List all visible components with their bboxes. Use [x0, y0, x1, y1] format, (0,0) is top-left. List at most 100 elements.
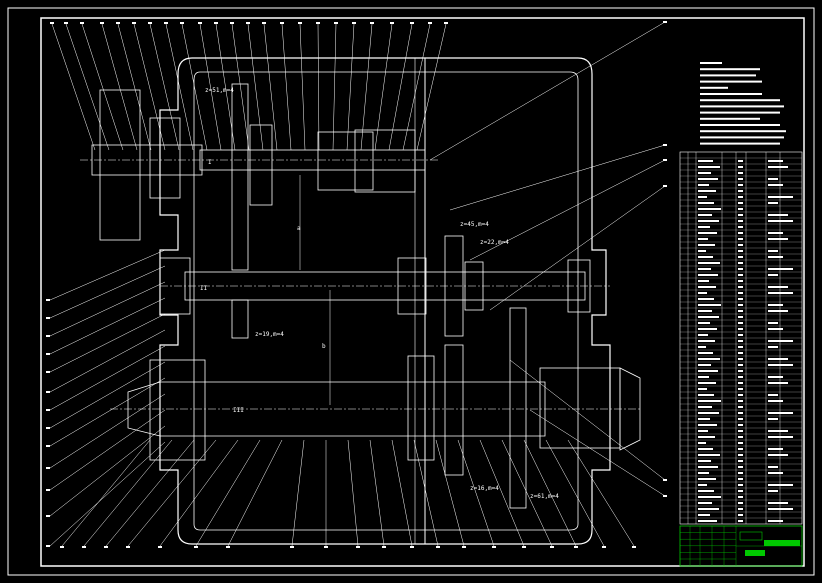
- part-number-tick: [46, 335, 50, 337]
- parts-list-entry: [768, 292, 793, 294]
- parts-list-entry: [738, 214, 743, 216]
- note-line: [700, 80, 762, 83]
- parts-list-entry: [698, 412, 719, 414]
- part-number-tick: [198, 22, 202, 24]
- leader-line: [317, 23, 320, 151]
- parts-list-entry: [698, 520, 717, 522]
- shaft-label: II: [200, 285, 208, 292]
- center-distance-label: a: [297, 225, 301, 232]
- gear-label: z=45,m=4: [460, 221, 489, 228]
- part-number-tick: [46, 515, 50, 517]
- parts-list-entry: [698, 340, 715, 342]
- gearbox-housing: [159, 57, 611, 545]
- parts-list-entry: [738, 406, 743, 408]
- inner-border: [40, 17, 805, 567]
- part-number-tick: [50, 22, 54, 24]
- parts-list-entry: [738, 160, 743, 162]
- part-number-tick: [46, 427, 50, 429]
- parts-list-entry: [698, 364, 711, 366]
- part-number-tick: [100, 22, 104, 24]
- parts-list-entry: [738, 238, 743, 240]
- part-number-tick: [316, 22, 320, 24]
- leader-line: [369, 439, 385, 547]
- part-number-tick: [382, 546, 386, 548]
- gear-label: z=51,m=4: [205, 87, 234, 94]
- technical-notes: [700, 62, 786, 145]
- parts-list-entry: [698, 502, 712, 504]
- parts-list-entry: [738, 490, 743, 492]
- leader-line: [489, 185, 666, 311]
- leader-line: [199, 23, 222, 151]
- parts-list-entry: [738, 286, 743, 288]
- leader-line: [291, 439, 305, 547]
- note-line: [700, 142, 780, 145]
- part-number-tick: [298, 22, 302, 24]
- parts-list-entry: [698, 298, 714, 300]
- leader-line: [105, 439, 195, 547]
- leader-line: [49, 361, 166, 429]
- parts-list-entry: [738, 304, 743, 306]
- part-number-tick: [116, 22, 120, 24]
- parts-list-entry: [738, 262, 743, 264]
- note-line: [700, 105, 784, 108]
- leader-line: [49, 313, 166, 373]
- parts-list-entry: [738, 520, 743, 522]
- gear-label: z=61,m=4: [530, 493, 559, 500]
- part-number-tick: [663, 495, 667, 497]
- parts-list-entry: [738, 430, 743, 432]
- parts-list-entry: [768, 394, 778, 396]
- leader-line: [391, 439, 413, 547]
- parts-list-entry: [768, 484, 793, 486]
- parts-list-entry: [768, 214, 788, 216]
- parts-list-entry: [738, 250, 743, 252]
- parts-list-table: [679, 151, 803, 525]
- parts-list-entry: [698, 352, 713, 354]
- part-number-tick: [574, 546, 578, 548]
- leader-line: [402, 23, 431, 151]
- parts-list-entry: [698, 202, 714, 204]
- part-number-tick: [46, 545, 50, 547]
- note-line: [700, 74, 756, 77]
- parts-list-entry: [768, 304, 783, 306]
- parts-list-entry: [698, 232, 717, 234]
- parts-list-entry: [738, 418, 743, 420]
- parts-list-entry: [738, 454, 743, 456]
- leader-line: [149, 23, 180, 151]
- parts-list-entry: [738, 172, 743, 174]
- parts-list-entry: [768, 400, 783, 402]
- part-number-tick: [132, 22, 136, 24]
- parts-list-entry: [768, 160, 783, 162]
- parts-list-entry: [738, 310, 743, 312]
- leader-line: [346, 23, 355, 151]
- parts-list-entry: [738, 460, 743, 462]
- leader-line: [101, 23, 138, 151]
- shaft-middle: [159, 83, 610, 339]
- parts-list-entry: [738, 508, 743, 510]
- parts-list-entry: [698, 508, 719, 510]
- note-line: [700, 99, 780, 102]
- part-number-tick: [46, 467, 50, 469]
- parts-list-entry: [768, 232, 783, 234]
- parts-list-entry: [738, 280, 743, 282]
- parts-list-entry: [698, 244, 715, 246]
- parts-list-entry: [768, 310, 788, 312]
- part-number-tick: [180, 22, 184, 24]
- part-number-tick: [46, 445, 50, 447]
- parts-list-entry: [768, 328, 783, 330]
- parts-list-entry: [768, 178, 778, 180]
- parts-list-entry: [768, 520, 783, 522]
- leader-line: [49, 409, 166, 491]
- part-number-tick: [82, 546, 86, 548]
- parts-list-entry: [738, 448, 743, 450]
- parts-list-entry: [768, 220, 793, 222]
- part-number-tick: [46, 391, 50, 393]
- title-block-cell: [739, 531, 763, 541]
- part-number-tick: [663, 185, 667, 187]
- parts-list-entry: [768, 430, 788, 432]
- part-number-tick: [104, 546, 108, 548]
- leader-line: [61, 439, 151, 547]
- parts-list-entry: [768, 454, 788, 456]
- parts-list-entry: [698, 454, 720, 456]
- part-number-ticks: [46, 21, 667, 548]
